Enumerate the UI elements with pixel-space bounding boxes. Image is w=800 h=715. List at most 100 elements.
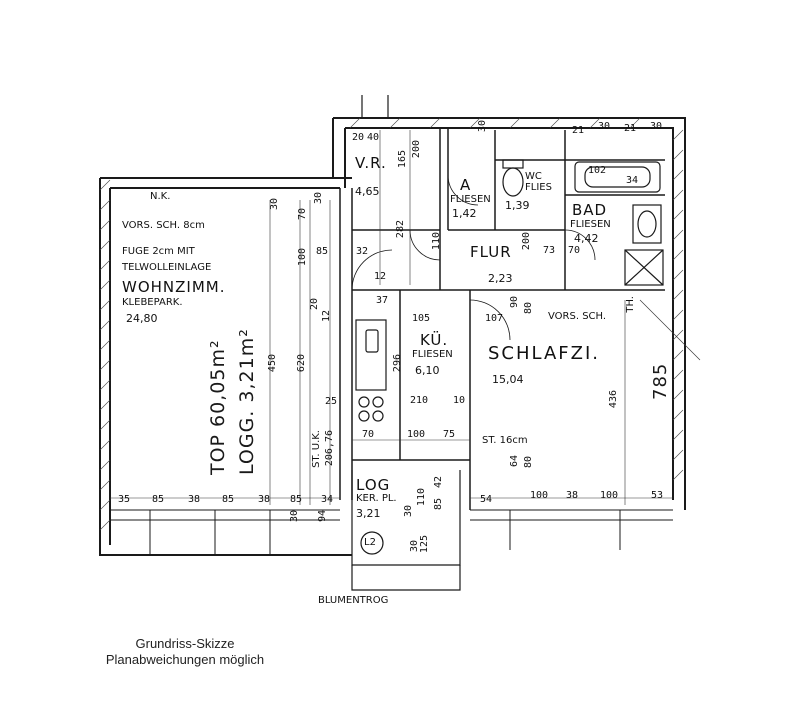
caption-disclaimer: Planabweichungen möglich [105,652,265,667]
note-st-uk: ST. U.K. [311,430,322,468]
dim-v-4: 206,76 [324,430,335,467]
dim-top-3: 200 [411,140,422,159]
dim-misc-30: 64 [509,455,520,468]
kitchen-fixtures [355,319,387,422]
dim-misc-11: 70 [362,429,375,440]
dim-v-0: 620 [296,354,307,373]
dim-misc-31: 80 [523,456,534,469]
dim-misc-5: 32 [356,246,369,257]
dim-bottom-1: 85 [152,494,165,505]
area-schlafzimmer: 15,04 [492,373,524,386]
dim-misc-10: 25 [325,396,338,407]
floor-wc: FLIES [525,182,552,193]
loggia-tag: L2 [364,537,376,548]
dim-bottom-8: 100 [530,490,549,501]
area-vr: 4,65 [355,185,380,198]
dim-misc-2: 30 [313,192,324,205]
dim-bottom-3: 85 [222,494,235,505]
room-name-kueche: KÜ. [420,331,449,349]
floor-a: FLIESEN [450,194,491,205]
area-kueche: 6,10 [415,364,440,377]
dim-bottom-2: 38 [188,494,201,505]
dim-misc-0: 30 [269,198,280,211]
dim-misc-29: 110 [416,488,427,507]
dim-misc-16: 210 [410,395,429,406]
bath-sink [632,204,662,244]
dim-misc-14: 105 [412,313,431,324]
dim-bottom-9: 38 [566,490,579,501]
dim-misc-8: 12 [321,310,332,323]
dim-v-3: 282 [395,220,406,239]
room-name-wohnzimmer: WOHNZIMM. [122,278,226,296]
room-name-vr: V.R. [355,154,387,172]
room-name-wc: WC [525,171,542,182]
dim-misc-15: 107 [485,313,504,324]
dim-bottom-0: 35 [118,494,131,505]
room-name-schlafzimmer: SCHLAFZI. [488,343,600,364]
room-name-a: A [460,176,472,194]
area-bad: 4,42 [574,232,599,245]
note-st-16: ST. 16cm [482,435,528,446]
dim-misc-9: 37 [376,295,389,306]
note-telwolle: TELWOLLEINLAGE [122,262,212,273]
dim-v-8: 30 [289,510,300,523]
dim-top-0: 20 [352,132,365,143]
dim-bottom-10: 100 [600,490,619,501]
dim-v-7: 125 [419,535,430,554]
total-top-area: TOP 60,05m² [207,339,229,475]
dim-bottom-7: 54 [480,494,493,505]
dim-top-6: 30 [598,121,611,132]
dim-misc-19: 80 [523,302,534,315]
dim-misc-3: 100 [297,248,308,267]
dim-misc-17: 10 [453,395,466,406]
dim-bottom-11: 53 [651,490,664,501]
dim-misc-27: 42 [433,476,444,489]
note-vors-sch: VORS. SCH. 8cm [122,220,205,231]
dim-misc-13: 75 [443,429,456,440]
dim-v-5: 436 [608,390,619,409]
bathtub [574,161,661,193]
dim-misc-4: 85 [316,246,329,257]
dim-top-2: 165 [397,150,408,169]
caption-title: Grundriss-Skizze [135,636,235,651]
dim-bottom-6: 34 [321,494,334,505]
dim-top-1: 40 [367,132,380,143]
th-label: TH. [625,296,636,313]
dim-misc-24: 200 [521,232,532,251]
dim-misc-1: 70 [297,208,308,221]
floor-wohnzimmer: KLEBEPARK. [122,297,183,308]
dim-misc-12: 100 [407,429,426,440]
schlaf-length: 785 [650,362,671,400]
room-name-bad: BAD [572,201,608,219]
dim-misc-18: 90 [509,296,520,309]
dim-misc-23: 73 [543,245,556,256]
dim-bottom-4: 38 [258,494,271,505]
dim-top-7: 21 [624,123,637,134]
dim-misc-20: 102 [588,165,607,176]
area-loggia: 3,21 [356,507,381,520]
note-vors-sch-schlaf: VORS. SCH. [548,311,607,322]
dim-misc-21: 34 [626,175,639,186]
room-name-flur: FLUR [470,243,512,261]
area-flur: 2,23 [488,272,513,285]
floor-loggia: KER. PL. [356,493,397,504]
dim-bottom-5: 85 [290,494,303,505]
note-fuge: FUGE 2cm MIT [122,246,195,257]
dim-v-9: 94 [317,510,328,523]
dim-top-5: 21 [572,125,585,136]
dim-misc-22: 70 [568,245,581,256]
outer-walls [99,117,686,556]
note-blumentrog: BLUMENTROG [318,595,389,606]
area-wc: 1,39 [505,199,530,212]
loggia-tag-circle [360,531,384,555]
dim-v-2: 296 [392,354,403,373]
note-nk: N.K. [150,191,171,202]
dim-top-4: 30 [477,120,488,133]
total-loggia-area: LOGG. 3,21m² [236,328,258,475]
loggia-outline [351,95,461,591]
dim-misc-6: 12 [374,271,387,282]
dim-top-8: 30 [650,121,663,132]
dim-misc-25: 110 [431,232,442,251]
floor-plan-drawing [99,95,701,591]
area-wohnzimmer: 24,80 [126,312,158,325]
